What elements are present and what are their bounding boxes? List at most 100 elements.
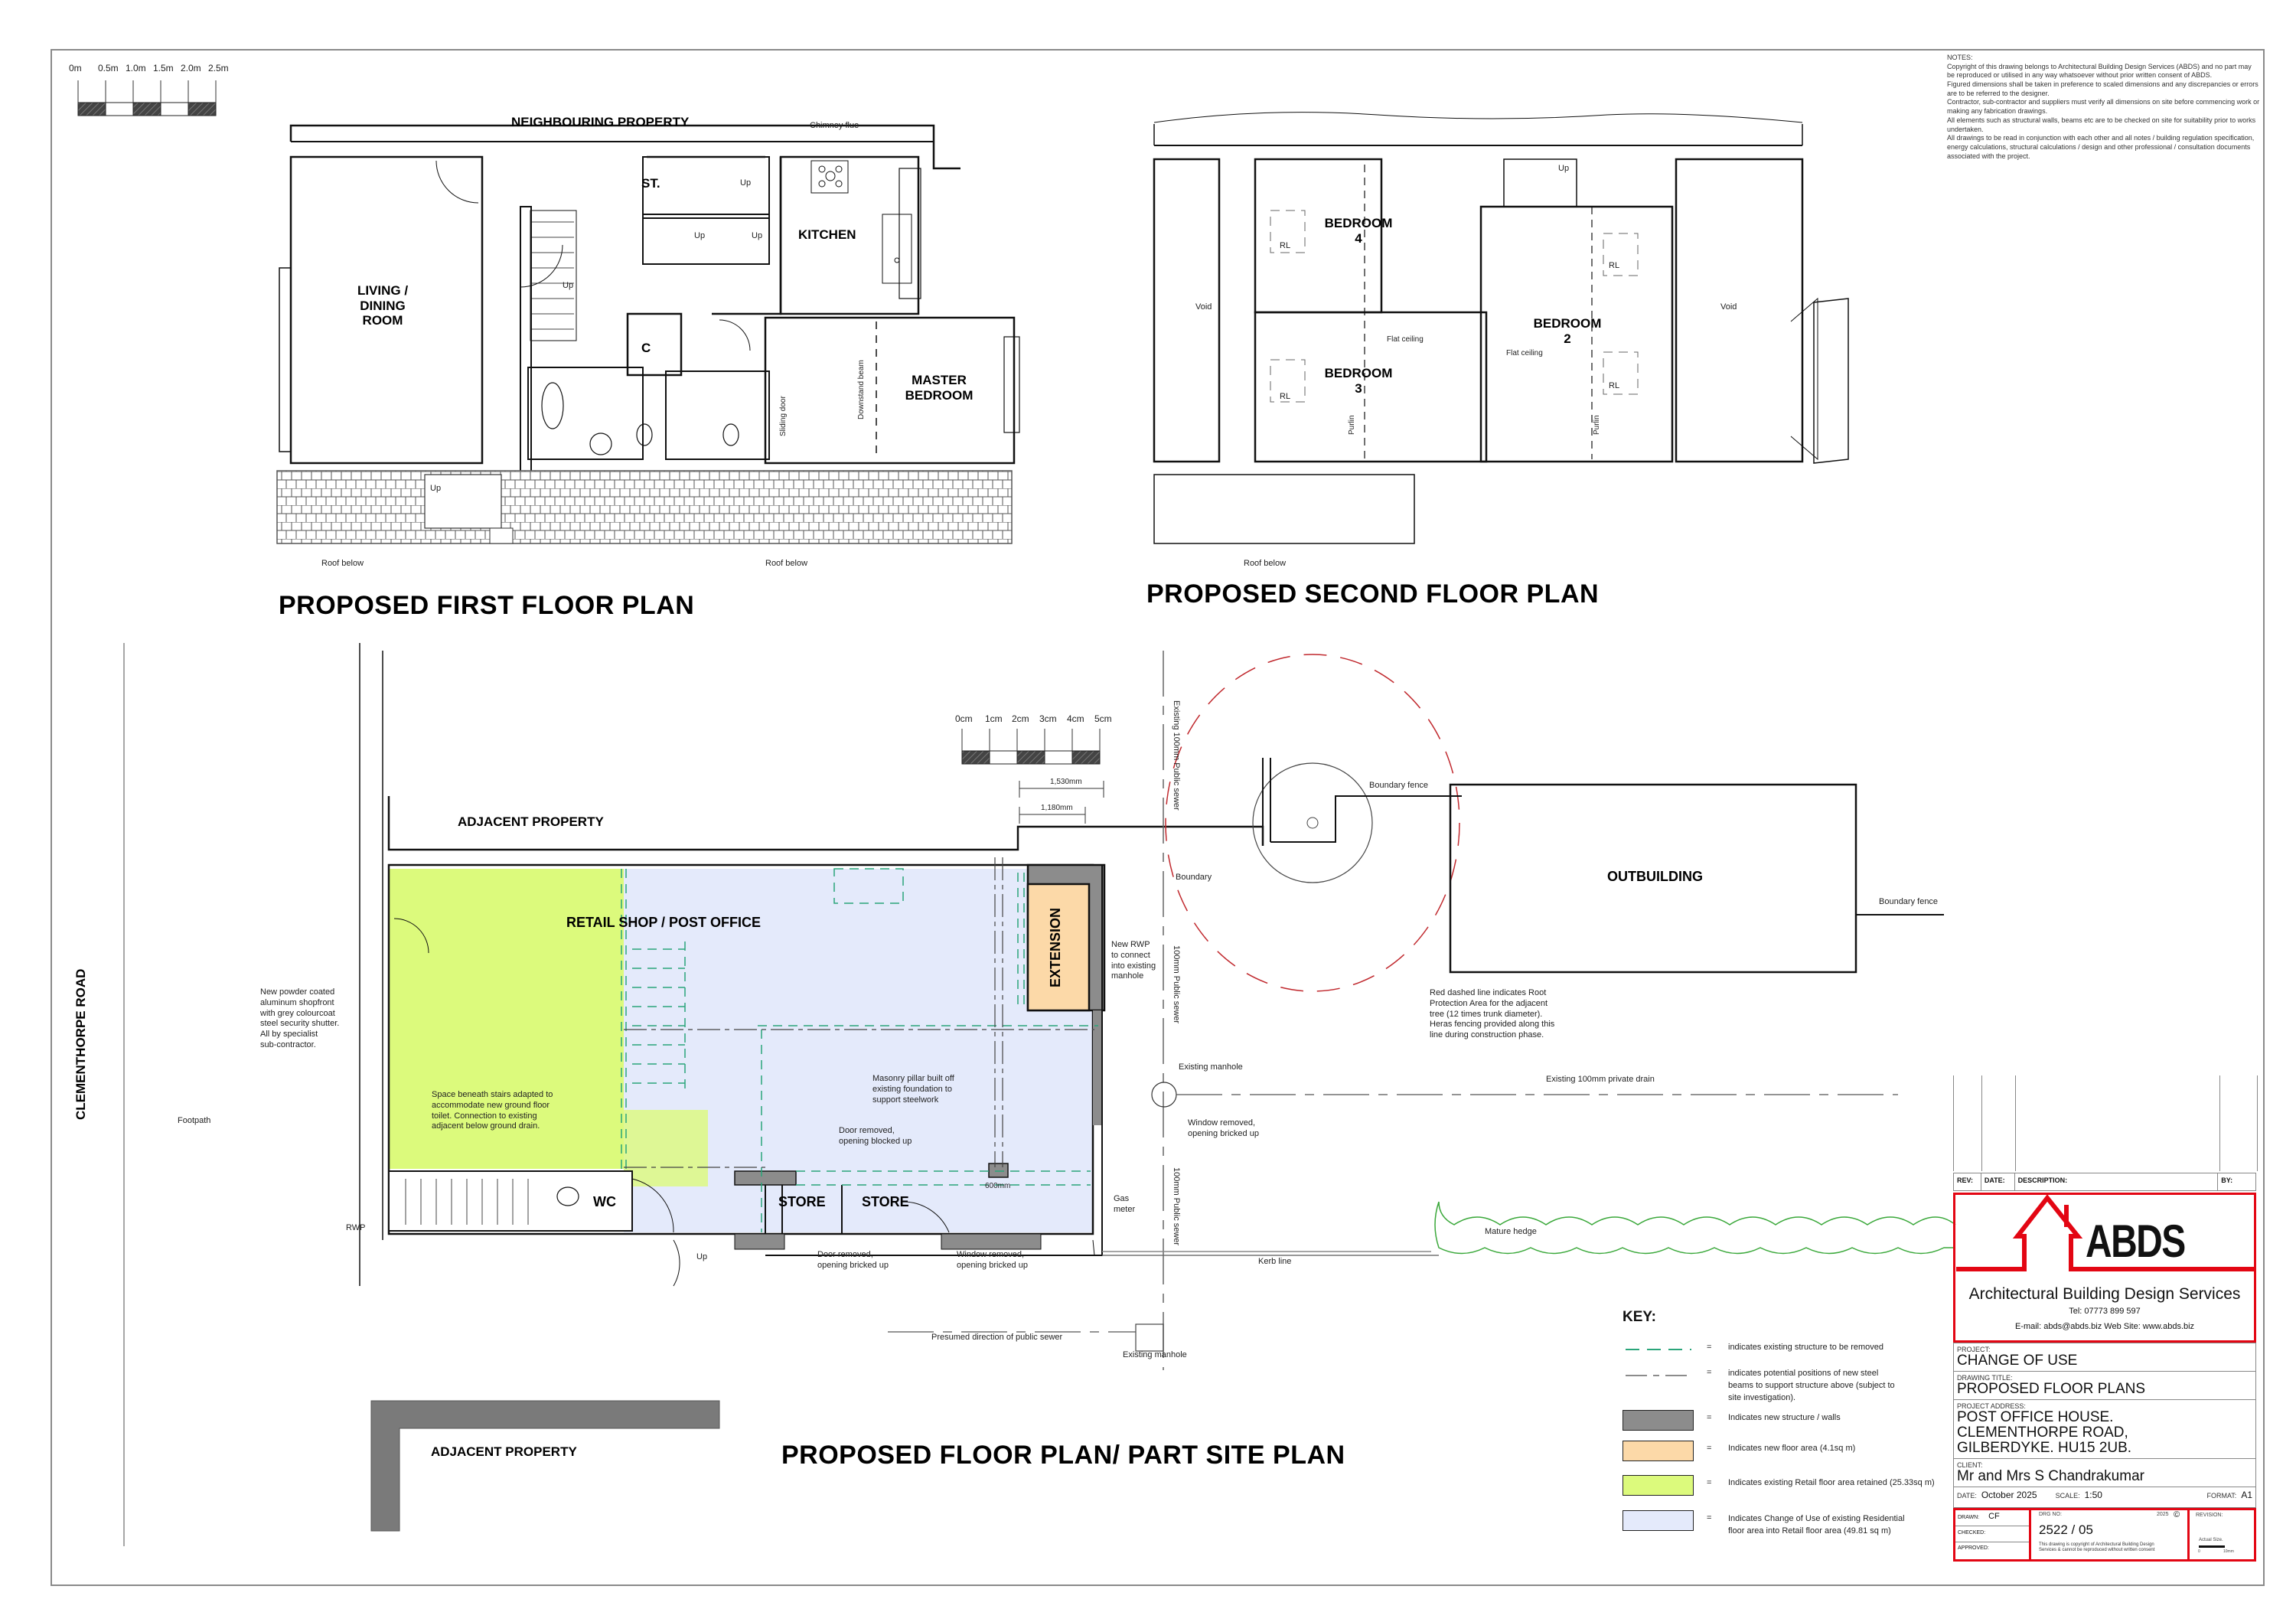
address-value: POST OFFICE HOUSE. CLEMENTHORPE ROAD, GI… (1957, 1408, 2132, 1456)
window-bricked-side-annotation: Window removed, opening bricked up (1188, 1118, 1259, 1138)
scale-bar-cm (961, 729, 1104, 824)
boundary-fence-label: Boundary fence (1879, 897, 1939, 906)
scale-bar-metres (77, 80, 217, 116)
key-equals: = (1707, 1343, 1712, 1352)
neighbouring-property-label: NEIGHBOURING PROPERTY (511, 115, 690, 129)
copyright-text: This drawing is copyright of Architectur… (2039, 1542, 2155, 1553)
copyright-symbol: © (2174, 1509, 2180, 1519)
void-label: Void (1195, 302, 1212, 312)
gas-meter-label: Gas meter (1114, 1194, 1136, 1214)
rooflight-label: RL (1280, 392, 1291, 401)
new-rwp-annotation: New RWP to connect into existing manhole (1111, 940, 1156, 981)
scale-bar-m-tick-5: 2.5m (208, 63, 229, 73)
private-drain-label: Existing 100mm private drain (1546, 1075, 1655, 1084)
key-title: KEY: (1623, 1309, 1656, 1325)
drg-no-panel: DRG NO: 2025 © 2522 / 05 This drawing is… (2031, 1509, 2190, 1559)
swatch-new-walls (1623, 1410, 1694, 1431)
purlin-label: Purlin (1593, 415, 1601, 435)
stair-up-label: Up (696, 1252, 708, 1261)
rev-header: REV: (1954, 1173, 1981, 1190)
door-blocked-annotation: Door removed, opening blocked up (839, 1126, 912, 1146)
date-caption: DATE: (1957, 1491, 1977, 1500)
room-outbuilding: OUTBUILDING (1607, 869, 1703, 884)
scale-bar-cm-tick-4: 4cm (1067, 713, 1084, 724)
stair-up-label: Up (740, 178, 752, 188)
scale-bar-cm-tick-3: 3cm (1039, 713, 1057, 724)
downstand-beam-label: Downstand beam (857, 360, 866, 419)
drawing-sheet-border (51, 49, 2265, 1586)
description-header: DESCRIPTION: (2015, 1173, 2219, 1190)
scale-bar-m-tick-4: 2.0m (181, 63, 201, 73)
drawing-title-row: DRAWING TITLE: PROPOSED FLOOR PLANS (1953, 1371, 2256, 1400)
date-value: October 2025 (1981, 1489, 2037, 1500)
chimney-flue-label: Chimney flue (810, 121, 859, 130)
rwp-label: RWP (346, 1223, 366, 1232)
scale-bar-m-tick-2: 1.0m (126, 63, 146, 73)
stair-up-label: Up (430, 484, 442, 493)
swatch-new-floor (1623, 1441, 1694, 1461)
stair-up-label: Up (1558, 164, 1570, 173)
copyright-year: 2025 (2157, 1511, 2169, 1517)
dimension-600: 600mm (985, 1182, 1011, 1190)
flat-ceiling-label: Flat ceiling (1387, 335, 1424, 344)
drawing-title-caption: DRAWING TITLE: (1957, 1373, 2013, 1382)
scale-bar-cm-tick-1: 1cm (985, 713, 1003, 724)
key-item-text: indicates potential positions of new ste… (1728, 1369, 1895, 1402)
second-floor-linework (1153, 112, 1849, 544)
client-caption: CLIENT: (1957, 1460, 1983, 1469)
scale-bar-m-tick-3: 1.5m (153, 63, 174, 73)
scale-caption: SCALE: (2055, 1491, 2080, 1500)
drawn-value: CF (1988, 1511, 2000, 1521)
stair-up-label: Up (752, 231, 763, 240)
note-item: All drawings to be read in conjunction w… (1947, 134, 2255, 160)
key-equals: = (1707, 1368, 1712, 1377)
room-store: ST. (641, 176, 660, 191)
public-sewer-label: Existing 100mm Public sewer (1172, 700, 1181, 811)
rooflight-label: RL (1609, 261, 1620, 270)
scale-value: 1:50 (2084, 1489, 2102, 1500)
actual-size-zero: 0 (2198, 1549, 2200, 1554)
stairs-wc-annotation: Space beneath stairs adapted to accommod… (432, 1090, 553, 1131)
note-item: Contractor, sub-contractor and suppliers… (1947, 98, 2260, 116)
project-row: PROJECT: CHANGE OF USE (1953, 1343, 2256, 1372)
drawn-caption: DRAWN: (1958, 1514, 1980, 1520)
key-equals: = (1707, 1413, 1712, 1422)
company-name: Architectural Building Design Services (1968, 1285, 2241, 1303)
drawing-key: KEY: = indicates existing structure to b… (1623, 1309, 1959, 1536)
company-tel: Tel: 07773 899 597 (2069, 1307, 2141, 1316)
format-value: A1 (2241, 1489, 2252, 1500)
key-item-text: Indicates new floor area (4.1sq m) (1728, 1444, 1856, 1453)
ground-floor-plan-title: PROPOSED FLOOR PLAN/ PART SITE PLAN (781, 1441, 1345, 1470)
drawing-number-panel: DRAWN: CF CHECKED: APPROVED: DRG NO: 202… (1953, 1507, 2256, 1562)
scale-bar-cm-tick-5: 5cm (1094, 713, 1112, 724)
roof-below-label: Roof below (1244, 559, 1287, 568)
key-equals: = (1707, 1478, 1712, 1487)
approved-caption: APPROVED: (1958, 1545, 1989, 1551)
purlin-label: Purlin (1348, 415, 1356, 435)
key-item-text: Indicates existing Retail floor area ret… (1728, 1478, 1935, 1487)
room-master-bedroom: MASTER BEDROOM (905, 373, 974, 403)
room-bedroom-4: BEDROOM 4 (1324, 216, 1393, 246)
key-item-text: Indicates new structure / walls (1728, 1413, 1841, 1422)
room-retail-shop-post-office: RETAIL SHOP / POST OFFICE (566, 915, 762, 930)
rooflight-label: RL (1280, 241, 1291, 250)
key-item-text: Indicates Change of Use of existing Resi… (1728, 1514, 1905, 1536)
revision-caption: REVISION: (2196, 1512, 2223, 1518)
key-equals: = (1707, 1444, 1712, 1453)
project-caption: PROJECT: (1957, 1346, 1991, 1353)
existing-manhole-label: Existing manhole (1123, 1350, 1187, 1359)
client-row: CLIENT: Mr and Mrs S Chandrakumar (1953, 1458, 2256, 1487)
date-scale-format-row: DATE: October 2025 SCALE: 1:50 FORMAT: A… (1953, 1487, 2256, 1508)
masonry-pillar-annotation: Masonry pillar built off existing founda… (872, 1074, 954, 1105)
drawing-title-value: PROPOSED FLOOR PLANS (1957, 1380, 2146, 1397)
room-store-1: STORE (778, 1194, 826, 1209)
stair-up-label: Up (694, 231, 706, 240)
key-item-text: indicates existing structure to be remov… (1728, 1343, 1883, 1352)
roof-below-label: Roof below (321, 559, 364, 568)
root-protection-annotation: Red dashed line indicates Root Protectio… (1430, 988, 1555, 1039)
room-extension: EXTENSION (1048, 907, 1063, 987)
room-kitchen: KITCHEN (798, 227, 856, 242)
revision-header: REV: DATE: DESCRIPTION: BY: (1953, 1173, 2256, 1191)
ground-floor-fills (389, 869, 1092, 1232)
footpath-label: Footpath (178, 1116, 211, 1125)
